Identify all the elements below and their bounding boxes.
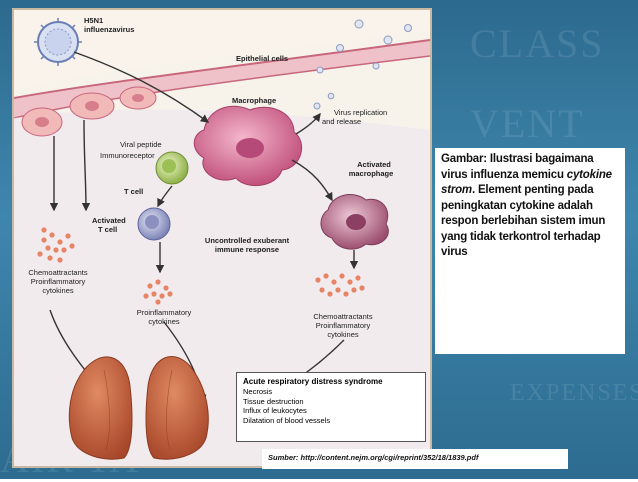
ards-item: Influx of leukocytes bbox=[243, 406, 419, 416]
watermark-text: EXPENSES bbox=[510, 380, 638, 407]
middle-cytokine-label: Proinflammatory bbox=[124, 308, 204, 317]
caption-box: Gambar: Ilustrasi bagaimana virus influe… bbox=[435, 148, 625, 354]
influenza-diagram: H5N1 influenzavirus Epithelial cells Mac… bbox=[12, 8, 432, 468]
uncontrolled-response-label: Uncontrolled exuberant bbox=[192, 236, 302, 245]
ards-box: Acute respiratory distress syndrome Necr… bbox=[236, 372, 426, 442]
macrophage-label: Macrophage bbox=[232, 96, 276, 105]
left-cytokine-label: Chemoattractants bbox=[18, 268, 98, 277]
immunoreceptor-label: Immunoreceptor bbox=[100, 151, 155, 160]
h5n1-virus bbox=[34, 18, 82, 66]
viral-peptide-label: Viral peptide bbox=[120, 140, 162, 149]
ards-title: Acute respiratory distress syndrome bbox=[243, 377, 419, 387]
activated-t-cell-label: Activated bbox=[92, 216, 126, 225]
middle-cytokine-label: cytokines bbox=[124, 317, 204, 326]
uncontrolled-response-label: immune response bbox=[192, 245, 302, 254]
source-citation: Sumber: http://content.nejm.org/cgi/repr… bbox=[262, 449, 568, 469]
ards-item: Tissue destruction bbox=[243, 397, 419, 407]
caption-text: Gambar: Ilustrasi bagaimana virus influe… bbox=[441, 152, 619, 261]
epithelial-label: Epithelial cells bbox=[236, 54, 288, 63]
activated-macrophage-label: Activated bbox=[344, 160, 404, 169]
virus-label: H5N1 bbox=[84, 16, 103, 25]
right-cytokine-label: Proinflammatory bbox=[298, 321, 388, 330]
activated-t-cell bbox=[138, 208, 170, 240]
t-cell bbox=[156, 152, 188, 184]
watermark-text: CLASS bbox=[470, 20, 605, 67]
t-cell-label: T cell bbox=[124, 187, 143, 196]
watermark-text: VENT bbox=[470, 100, 585, 147]
right-cytokine-label: Chemoattractants bbox=[298, 312, 388, 321]
right-cytokine-label: cytokines bbox=[298, 330, 388, 339]
left-cytokine-label: cytokines bbox=[18, 286, 98, 295]
virus-label: influenzavirus bbox=[84, 25, 134, 34]
left-cytokine-label: Proinflammatory bbox=[18, 277, 98, 286]
ards-item: Dilatation of blood vessels bbox=[243, 416, 419, 426]
activated-macrophage-label: macrophage bbox=[338, 169, 404, 178]
virus-replication-label: Virus replication bbox=[334, 108, 387, 117]
virus-replication-label: and release bbox=[322, 117, 361, 126]
activated-t-cell-label: T cell bbox=[98, 225, 117, 234]
ards-item: Necrosis bbox=[243, 387, 419, 397]
